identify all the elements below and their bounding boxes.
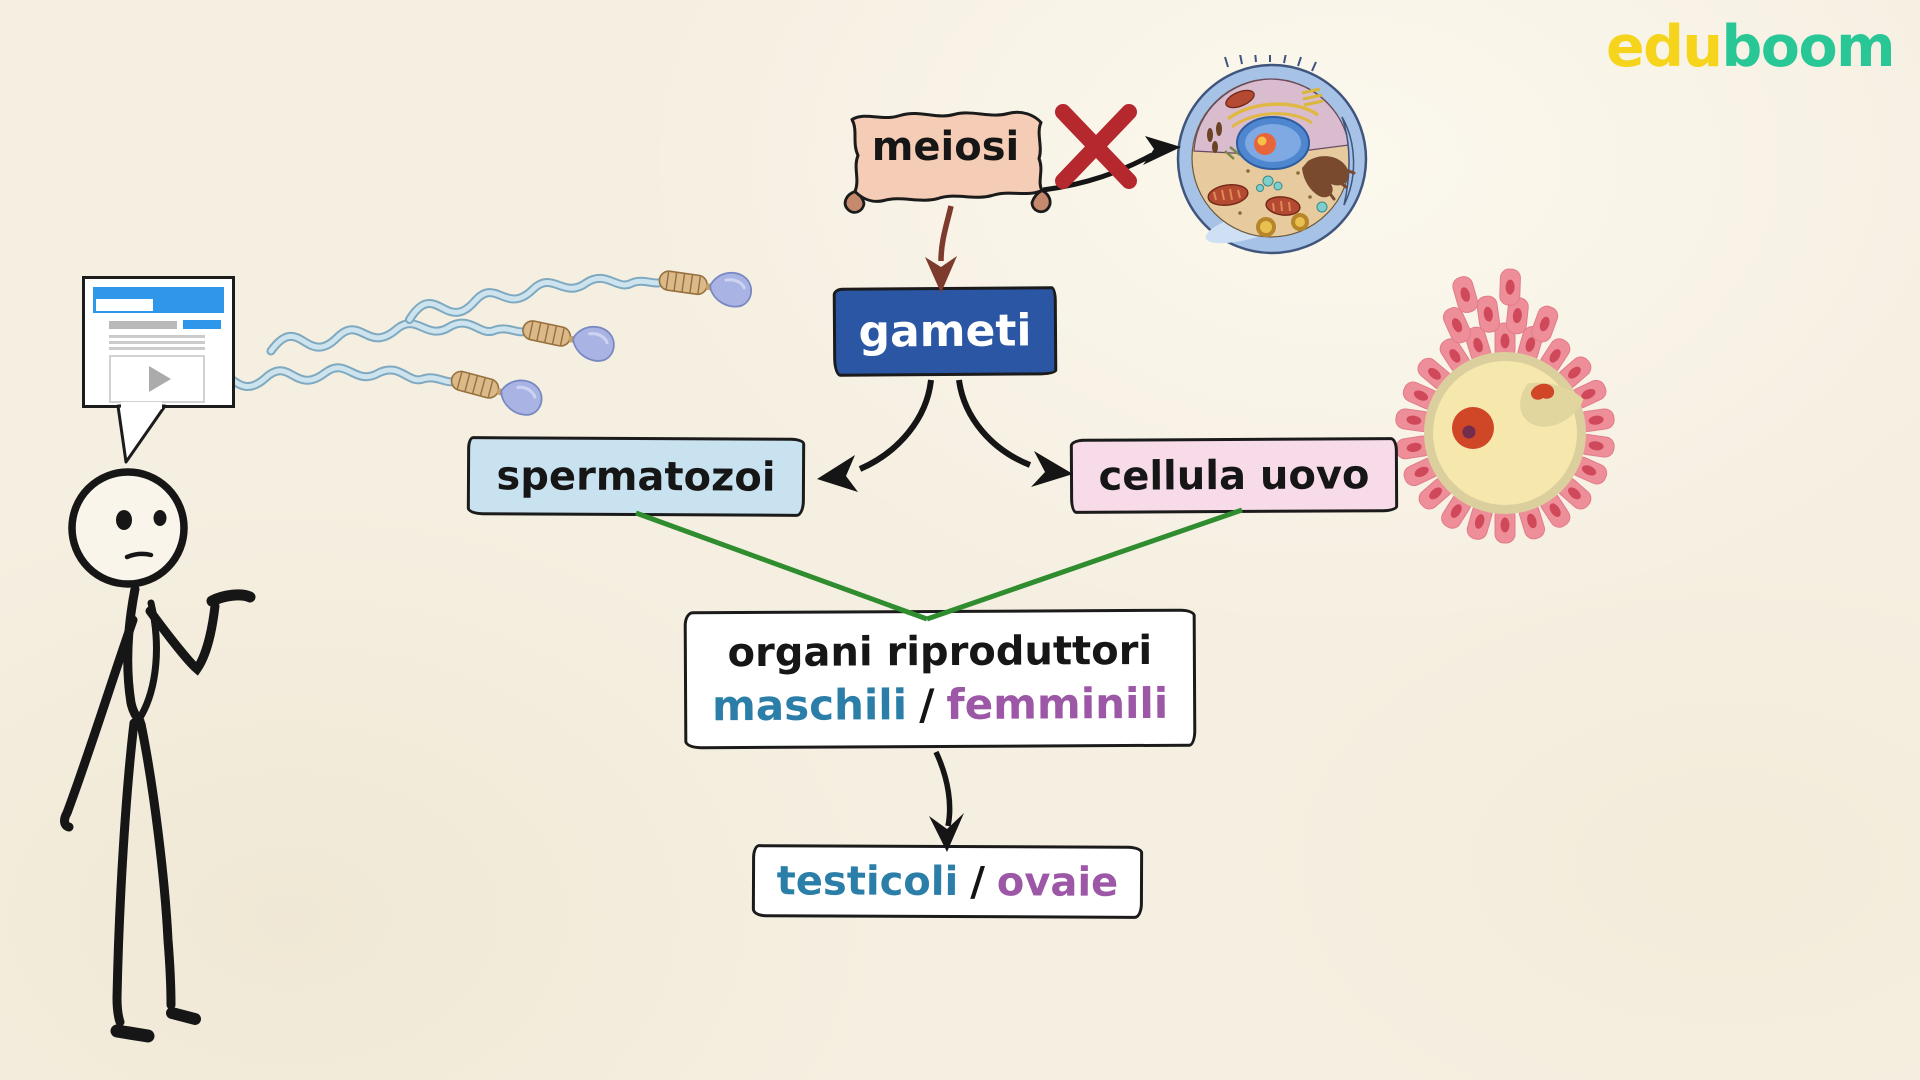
webpage-text-line <box>109 347 205 350</box>
organi-line1: organi riproduttori <box>727 627 1153 676</box>
logo-edu: edu <box>1605 14 1723 80</box>
sperm-cells-illustration <box>280 235 780 575</box>
webpage-text-pill <box>109 321 177 329</box>
organi-riproduttori-node: organi riproduttori maschili/femminili <box>683 608 1197 750</box>
meiosi-label: meiosi <box>871 124 1020 170</box>
speech-bubble <box>82 276 235 408</box>
figure-eye-right <box>153 510 167 526</box>
cell-membrane <box>1176 55 1368 255</box>
zona-pellucida <box>1424 352 1586 514</box>
meiosi-to-gameti-arrow <box>925 205 957 293</box>
egg-cell-illustration <box>1394 268 1616 544</box>
presenter-stick-figure <box>60 468 256 1043</box>
figure-eye-left <box>116 510 132 530</box>
gameti-to-cellula-uovo-arrow <box>956 379 1073 487</box>
play-icon <box>149 366 171 392</box>
scroll-banner-shape <box>843 110 1052 214</box>
speech-bubble-tail <box>116 402 167 464</box>
webpage-text-line <box>109 335 205 338</box>
spermatozoi-node: spermatozoi <box>466 436 806 517</box>
figure-arm-right <box>145 601 220 676</box>
organi-female-label: femminili <box>946 678 1169 729</box>
logo-boom: boom <box>1721 14 1895 80</box>
figure-mouth <box>124 551 154 560</box>
gonadi-node: testicoli/ovaie <box>751 844 1144 919</box>
gameti-label: gameti <box>858 305 1032 358</box>
egg-nucleus <box>1452 407 1494 449</box>
spermatozoi-label: spermatozoi <box>496 452 776 501</box>
organi-line2: maschili/femminili <box>712 678 1168 733</box>
organi-to-gonadi-arrow <box>929 750 964 852</box>
video-player-thumbnail <box>109 355 205 403</box>
gameti-node: gameti <box>832 286 1058 377</box>
red-x-icon <box>1055 104 1137 189</box>
webpage-text-line <box>109 341 205 344</box>
golgi-apparatus <box>1302 156 1349 198</box>
cellula-uovo-node: cellula uovo <box>1069 437 1399 514</box>
gonadi-female-label: ovaie <box>996 858 1119 906</box>
eduboom-logo: eduboom <box>1605 14 1896 80</box>
cellula-uovo-to-organi-line <box>926 507 1243 622</box>
animal-cell-illustration <box>1176 55 1368 255</box>
gonadi-male-label: testicoli <box>776 857 959 905</box>
corona-radiata <box>1394 268 1616 544</box>
gameti-to-spermatozoi-arrow <box>817 379 934 492</box>
polar-body <box>1530 383 1555 400</box>
figure-leg-left <box>112 718 139 1027</box>
meiosi-node: meiosi <box>838 98 1053 216</box>
figure-head <box>68 468 188 588</box>
webpage-search-box <box>96 299 153 311</box>
organi-separator: / <box>918 679 935 729</box>
cell-organelles <box>1207 87 1356 237</box>
cell-cutaway <box>1191 78 1355 238</box>
cellula-uovo-label: cellula uovo <box>1098 451 1370 500</box>
egg-cytoplasm <box>1433 361 1577 505</box>
webpage-button <box>183 320 221 329</box>
meiosi-to-cell-arrow <box>1042 136 1181 193</box>
cell-nucleus <box>1236 116 1310 170</box>
spermatozoi-to-organi-line <box>635 510 928 622</box>
gonadi-separator: / <box>970 858 985 905</box>
figure-arm-left <box>60 615 138 832</box>
figure-leg-right <box>136 719 176 1010</box>
organi-male-label: maschili <box>711 679 908 730</box>
